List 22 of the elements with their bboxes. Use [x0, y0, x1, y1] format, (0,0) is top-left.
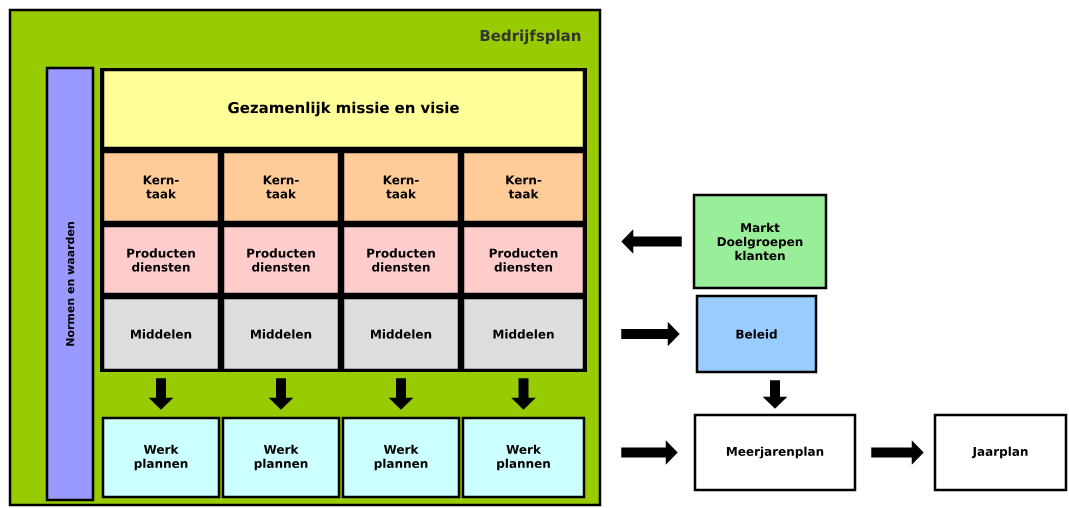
plan-cell: Werk plannen	[341, 416, 461, 499]
resource-cell: Middelen	[461, 296, 586, 372]
resource-cell: Middelen	[341, 296, 461, 372]
resource-cell: Middelen	[101, 296, 221, 372]
task-cell: Kern- taak	[341, 150, 461, 224]
task-cell: Kern- taak	[221, 150, 341, 224]
product-cell: Producten diensten	[221, 224, 341, 296]
market-box: Markt Doelgroepen klanten	[692, 193, 828, 290]
plan-cell: Werk plannen	[221, 416, 341, 499]
plan-cell: Werk plannen	[461, 416, 586, 499]
product-cell: Producten diensten	[341, 224, 461, 296]
plan-box: Jaarplan	[933, 413, 1068, 492]
side-bar: Normen en waarden	[45, 66, 95, 502]
resource-cell: Middelen	[221, 296, 341, 372]
policy-box: Beleid	[695, 294, 818, 374]
product-cell: Producten diensten	[461, 224, 586, 296]
product-cell: Producten diensten	[101, 224, 221, 296]
task-cell: Kern- taak	[101, 150, 221, 224]
plan-box: Meerjarenplan	[693, 413, 857, 492]
mission-box: Gezamenlijk missie en visie	[101, 68, 586, 150]
plan-cell: Werk plannen	[101, 416, 221, 499]
task-cell: Kern- taak	[461, 150, 586, 224]
